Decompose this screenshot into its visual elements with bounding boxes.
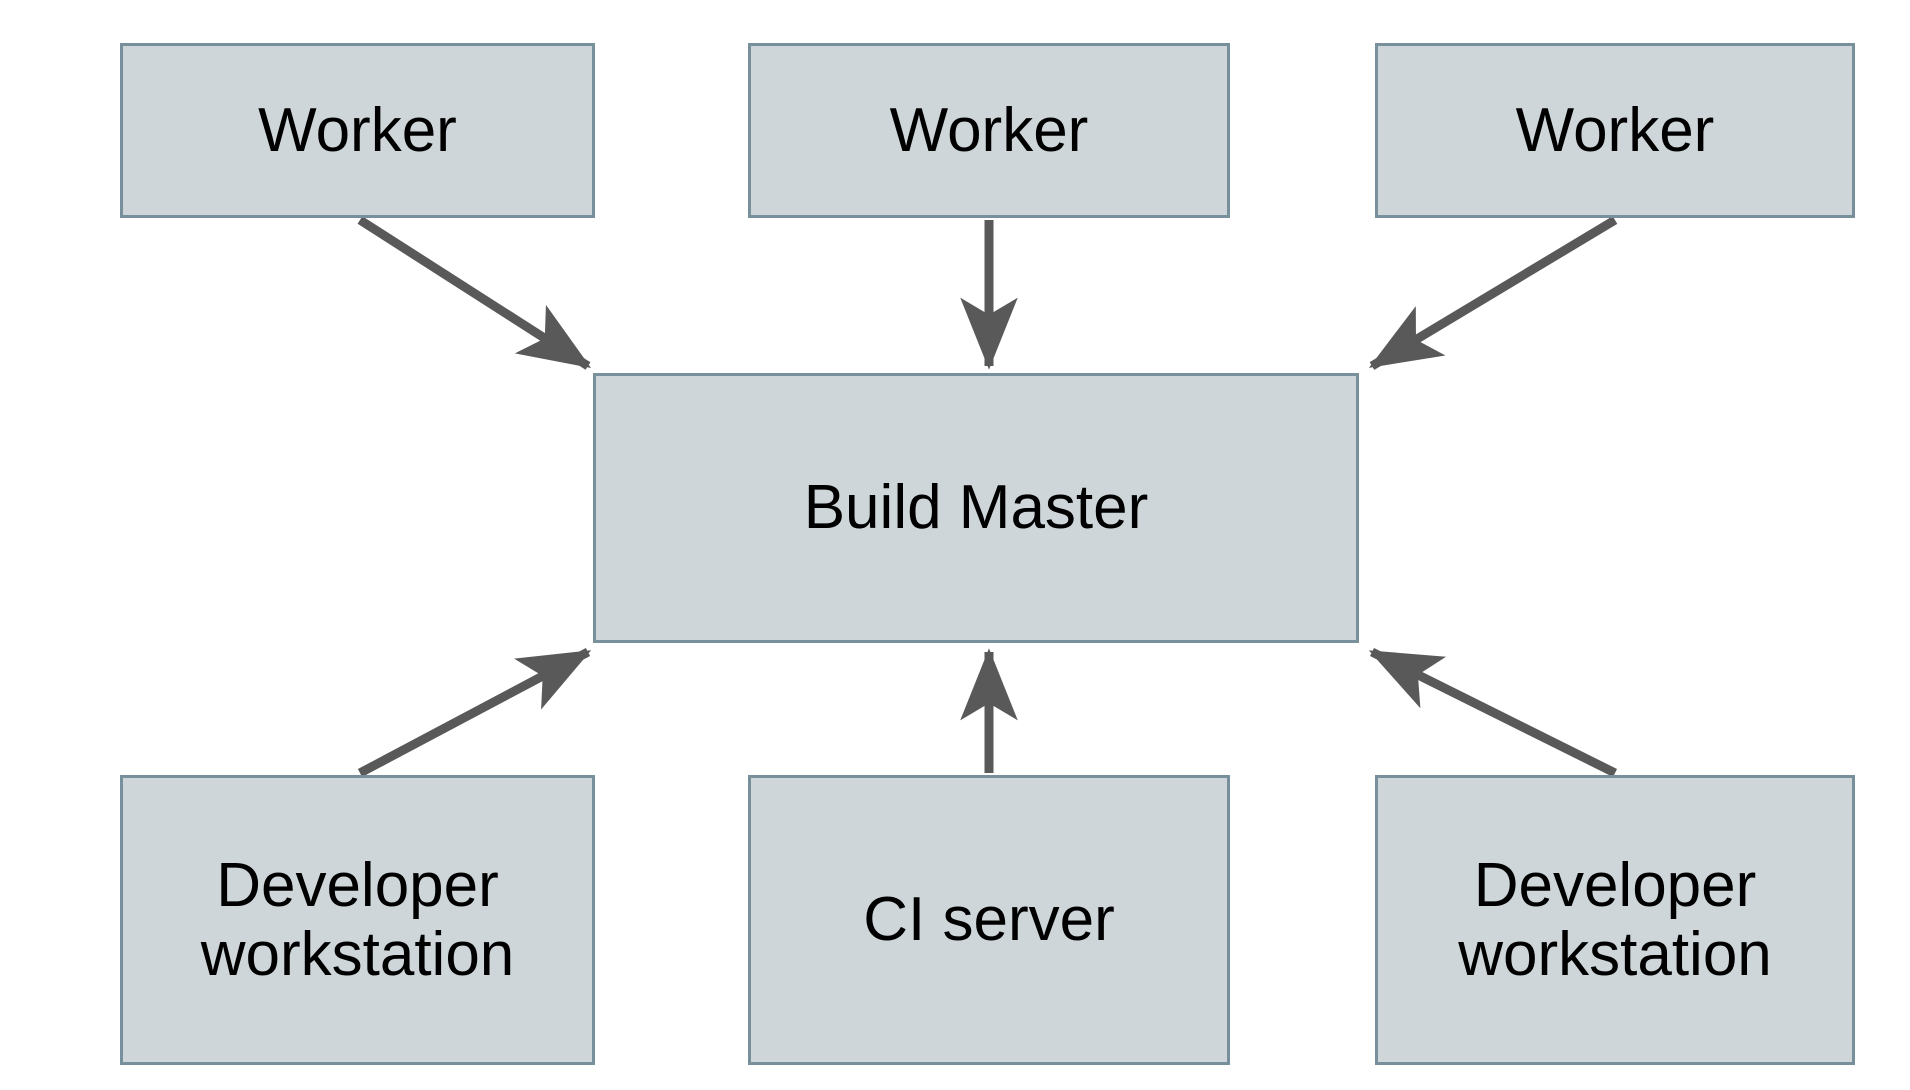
edge-dev-right-to-master xyxy=(1368,647,1618,778)
node-worker-1-label: Worker xyxy=(258,95,457,165)
node-worker-3[interactable]: Worker xyxy=(1375,43,1855,218)
edge-dev-left-to-master xyxy=(357,648,592,777)
node-ci-server[interactable]: CI server xyxy=(748,775,1230,1065)
node-developer-workstation-left[interactable]: Developer workstation xyxy=(120,775,595,1065)
node-developer-workstation-left-label: Developer workstation xyxy=(200,850,515,989)
edge-worker-3-to-master xyxy=(1368,216,1618,370)
node-worker-3-label: Worker xyxy=(1515,95,1715,165)
node-worker-2-label: Worker xyxy=(889,95,1089,165)
node-worker-1[interactable]: Worker xyxy=(120,43,595,218)
node-developer-workstation-right[interactable]: Developer workstation xyxy=(1375,775,1855,1065)
node-developer-workstation-right-label: Developer workstation xyxy=(1458,850,1772,989)
node-build-master-label: Build Master xyxy=(803,473,1149,543)
node-build-master[interactable]: Build Master xyxy=(593,373,1359,643)
edge-worker-1-to-master xyxy=(357,216,592,370)
node-ci-server-label: CI server xyxy=(863,885,1115,955)
node-worker-2[interactable]: Worker xyxy=(748,43,1230,218)
